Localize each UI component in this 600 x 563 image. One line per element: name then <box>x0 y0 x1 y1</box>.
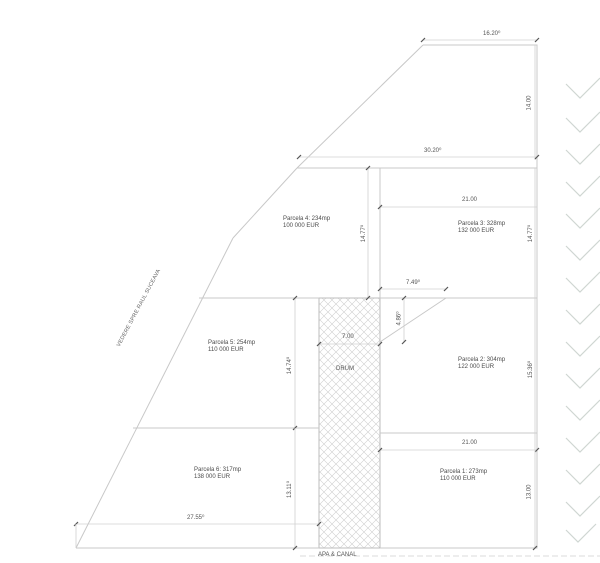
parcel-3-price: 132 000 EUR <box>458 228 495 234</box>
dim-parcel1-height: 13.00 <box>526 484 533 500</box>
parcel-3-label: Parcela 3: 328mp 132 000 EUR <box>458 221 505 235</box>
parcel-1-name: Parcela 1: 273mp <box>440 469 488 475</box>
boundary-chevron-hatching <box>565 77 600 543</box>
dim-chamfer-height: 4.86⁰ <box>396 311 403 326</box>
parcel-2-label: Parcela 2: 304mp 122 000 EUR <box>458 357 505 371</box>
parcel-4-name: Parcela 4: 234mp <box>283 216 331 222</box>
dim-parcel1-width: 21.00 <box>462 440 478 446</box>
dim-parcel3-width: 21.00 <box>462 197 478 203</box>
dim-parcel6-height: 13.11⁰ <box>286 481 293 498</box>
dim-road-width: 7.00 <box>342 334 354 340</box>
dim-parcel2-height: 15.36⁰ <box>528 360 535 379</box>
dim-chamfer-width: 7.49⁰ <box>406 280 421 286</box>
parcel-1-price: 110 000 EUR <box>440 476 476 482</box>
dim-top-height: 14.00 <box>526 95 533 111</box>
parcel-boundaries <box>133 168 537 434</box>
parcel-4-price: 100 000 EUR <box>283 223 320 229</box>
parcel-2-name: Parcela 2: 304mp <box>458 357 506 363</box>
parcel-2-price: 122 000 EUR <box>458 364 495 370</box>
parcel-6-label: Parcela 6: 317mp 138 000 EUR <box>194 467 241 481</box>
parcel-5-name: Parcela 5: 254mp <box>208 340 256 346</box>
parcel-1-label: Parcela 1: 273mp 110 000 EUR <box>440 469 487 483</box>
utility-label: APA & CANAL <box>318 552 357 558</box>
dim-parcel5-height: 14.74⁰ <box>287 356 294 375</box>
dim-top-width: 16.20⁰ <box>483 31 501 37</box>
parcel-5-label: Parcela 5: 254mp 110 000 EUR <box>208 340 255 354</box>
parcel-6-price: 138 000 EUR <box>194 474 231 480</box>
dimension-lines <box>73 37 600 557</box>
road-area <box>318 297 381 549</box>
dim-parcel4-height: 14.77⁰ <box>361 224 368 243</box>
parcel-4-label: Parcela 4: 234mp 100 000 EUR <box>283 216 330 230</box>
dim-bottom-width: 27.55⁰ <box>187 515 205 521</box>
site-boundary <box>75 44 538 549</box>
parcel-3-name: Parcela 3: 328mp <box>458 221 506 227</box>
road-label: DRUM <box>336 366 354 372</box>
parcel-6-name: Parcela 6: 317mp <box>194 467 242 473</box>
dim-parcel3-height: 14.77⁰ <box>528 224 535 243</box>
parcel-5-price: 110 000 EUR <box>208 347 244 353</box>
dim-upper-width: 30.20⁰ <box>424 148 442 154</box>
